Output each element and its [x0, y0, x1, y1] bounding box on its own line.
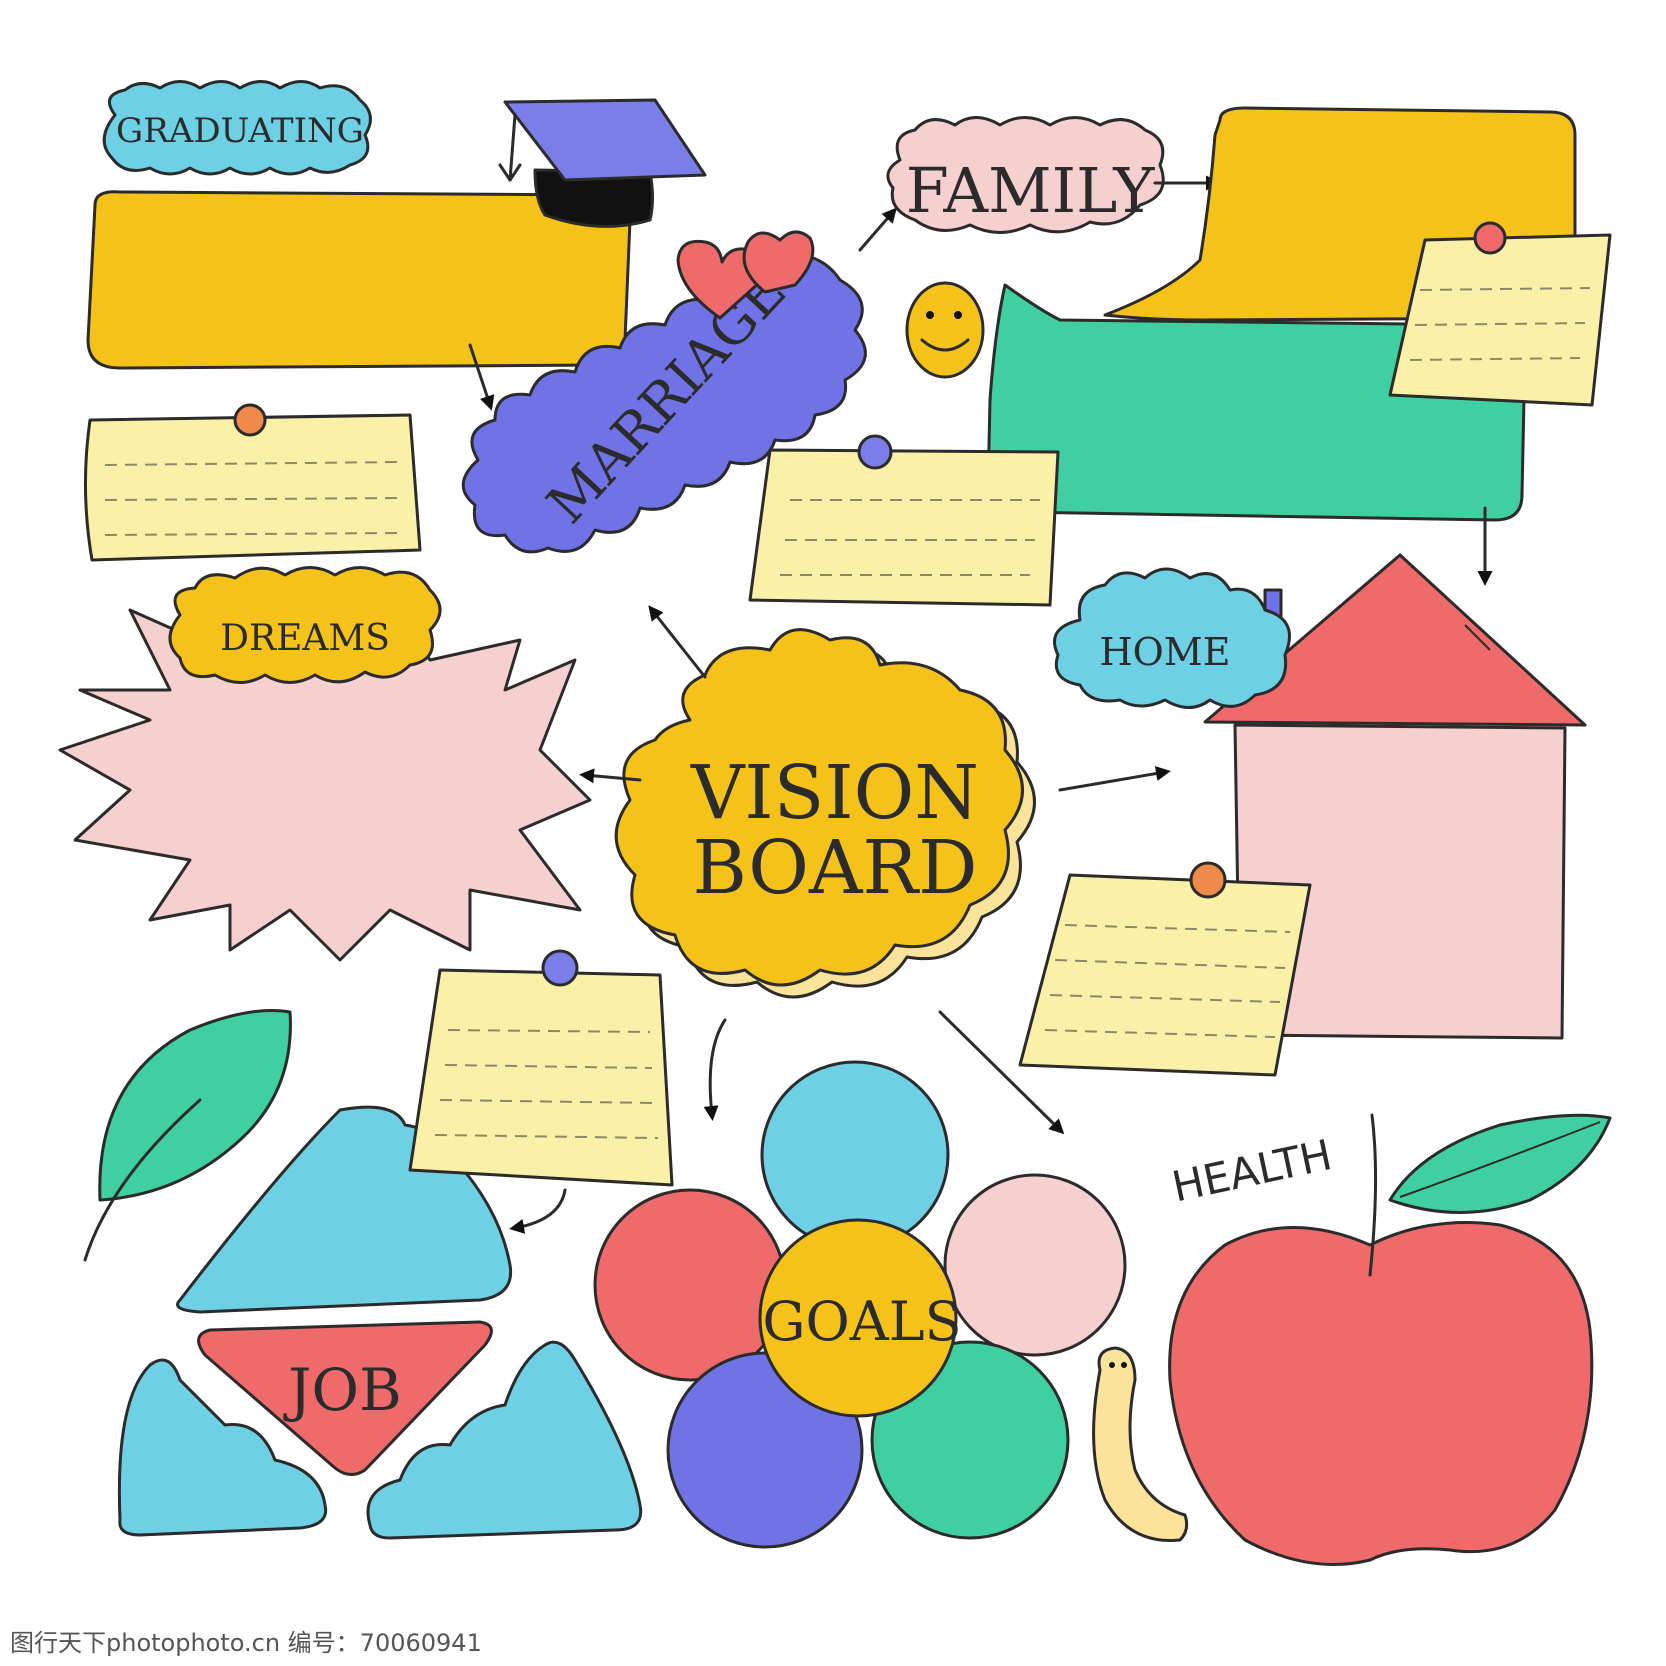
health-label: HEALTH	[1168, 1130, 1336, 1212]
arrow-icon	[648, 605, 707, 679]
note-card-3	[748, 434, 1060, 607]
leaf-icon	[83, 1009, 292, 1262]
arrow-icon	[468, 343, 495, 411]
goals-label: GOALS	[762, 1290, 961, 1353]
smiley-icon	[905, 281, 985, 379]
flower-icon: GOALS	[593, 1060, 1127, 1549]
push-pin-icon	[233, 403, 267, 437]
worm-icon	[1092, 1346, 1189, 1542]
family-label: FAMILY	[906, 154, 1156, 227]
home-cloud: HOME	[1053, 567, 1291, 709]
arrow-icon	[938, 1010, 1065, 1135]
push-pin-icon	[1473, 221, 1507, 255]
push-pin-icon	[1189, 861, 1227, 899]
teal-speech-bubble	[986, 283, 1527, 522]
note-card-2	[1388, 221, 1612, 407]
arrow-icon	[703, 1018, 727, 1121]
dreams-cloud: DREAMS	[168, 566, 442, 684]
watermark-footer: 图行天下photophoto.cn 编号：70060941	[10, 1629, 482, 1657]
cloud-left-icon	[117, 1358, 328, 1537]
arrow-icon	[1058, 766, 1171, 792]
dreams-label: DREAMS	[220, 618, 390, 659]
arrow-icon	[509, 1188, 567, 1234]
arrow-icon	[579, 768, 642, 784]
graduating-banner	[86, 190, 632, 370]
job-badge: JOB	[197, 1320, 493, 1476]
graduating-cloud: GRADUATING	[102, 80, 372, 176]
push-pin-icon	[857, 434, 893, 470]
vision-board-title-line1: VISION	[690, 750, 979, 836]
job-label: JOB	[283, 1356, 401, 1424]
graduating-label: GRADUATING	[116, 111, 364, 151]
arrow-icon	[858, 207, 897, 252]
note-card-5	[408, 949, 674, 1187]
push-pin-icon	[541, 949, 579, 987]
home-label: HOME	[1100, 630, 1231, 674]
vision-board-center-cloud: VISION BOARD	[614, 628, 1036, 999]
apple-icon	[1168, 1113, 1612, 1566]
note-card-1	[83, 403, 422, 562]
family-cloud: FAMILY	[886, 116, 1165, 234]
graduation-cap-icon	[498, 98, 707, 228]
heart-icon	[676, 230, 815, 320]
goals-center: GOALS	[758, 1218, 962, 1418]
note-card-4	[1018, 861, 1312, 1077]
cloud-right-icon	[366, 1340, 643, 1540]
vision-board-title-line2: BOARD	[693, 825, 978, 911]
